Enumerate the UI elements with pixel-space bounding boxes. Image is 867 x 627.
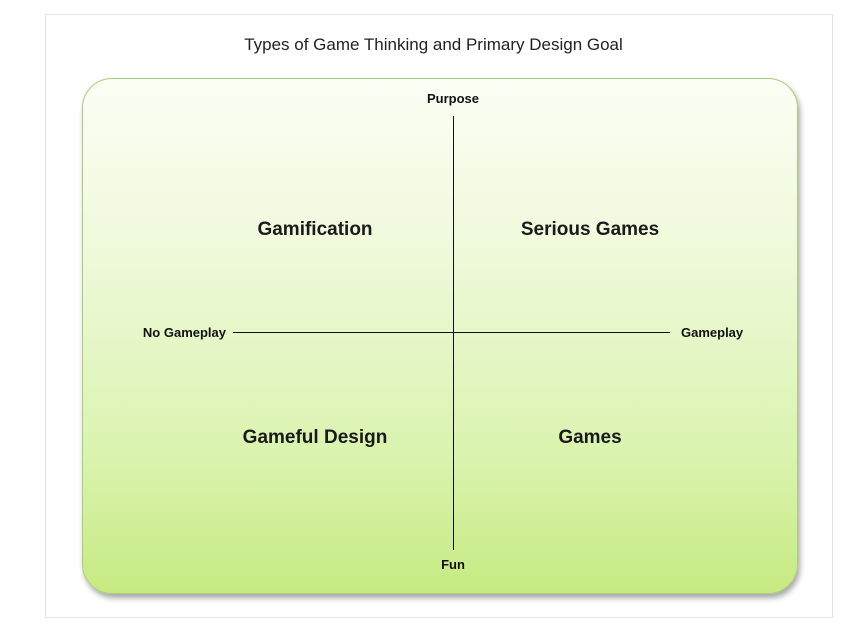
- quadrant-bottom-left: Gameful Design: [242, 427, 388, 448]
- quadrant-top-right: Serious Games: [520, 219, 660, 240]
- quadrant-bottom-right: Games: [558, 427, 622, 448]
- axis-label-left: No Gameplay: [142, 325, 226, 340]
- axis-label-top: Purpose: [426, 91, 479, 106]
- horizontal-axis-line: [233, 332, 670, 333]
- axis-label-right: Gameplay: [681, 325, 744, 340]
- axis-label-bottom: Fun: [441, 557, 465, 572]
- quadrant-top-left: Gamification: [257, 219, 373, 240]
- diagram-title: Types of Game Thinking and Primary Desig…: [244, 35, 623, 54]
- vertical-axis-line: [453, 116, 454, 550]
- quadrant-panel: [82, 78, 798, 594]
